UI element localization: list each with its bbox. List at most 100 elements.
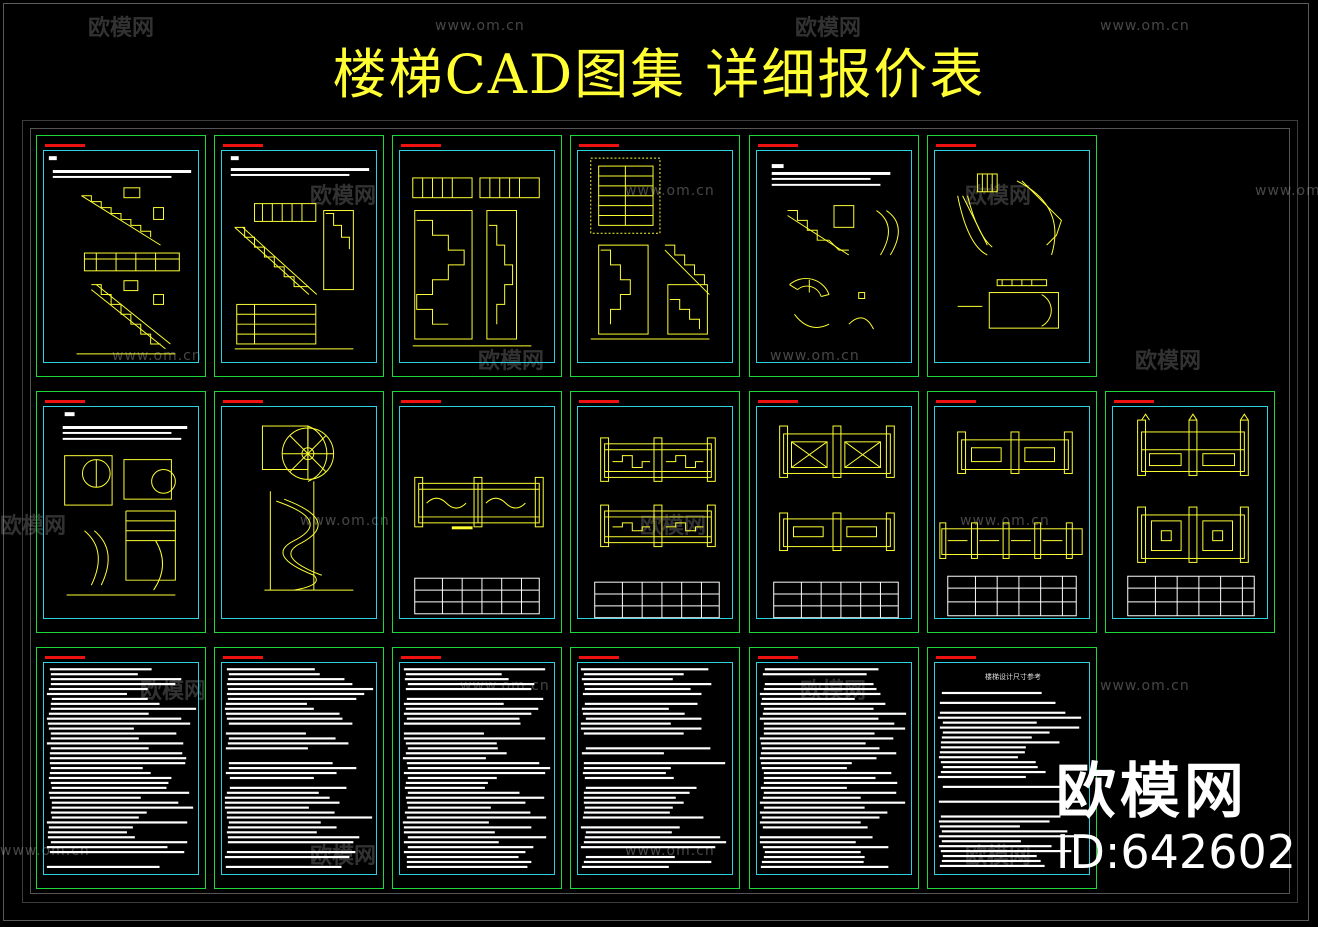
text-line (403, 732, 484, 735)
text-line (227, 697, 357, 701)
text-line (228, 821, 321, 824)
text-line (940, 815, 1061, 818)
text-line (51, 801, 179, 804)
text-line (403, 712, 532, 715)
text-line (50, 841, 188, 844)
sheet-stair-1[interactable] (36, 135, 206, 377)
text-line (225, 747, 308, 750)
text-line (585, 855, 675, 859)
text-line (941, 859, 1041, 863)
text-line (764, 683, 874, 686)
text-line (226, 791, 319, 794)
text-line (581, 865, 669, 869)
text-line (942, 766, 1038, 769)
text-line (939, 711, 1066, 714)
text-line (763, 806, 865, 809)
text-line (48, 727, 134, 730)
text-line (405, 781, 488, 785)
text-line (405, 707, 539, 710)
text-line (406, 860, 532, 864)
text-line (942, 721, 1037, 724)
sheet-stair-6[interactable] (927, 135, 1097, 377)
sheet-railing-1[interactable] (392, 391, 562, 633)
text-line (47, 722, 191, 725)
text-line (759, 737, 894, 740)
sheet-stair-3[interactable] (392, 135, 562, 377)
sheet-text-1[interactable] (36, 647, 206, 889)
text-line (759, 836, 873, 839)
text-line (224, 707, 314, 710)
text-line (941, 840, 1021, 843)
text-line (404, 786, 485, 789)
text-line (937, 716, 1082, 719)
sheet-spiral-1[interactable] (36, 391, 206, 633)
text-line (763, 771, 892, 775)
text-line (48, 712, 149, 715)
watermark-url: www.om.cn (770, 348, 860, 364)
text-line (583, 767, 671, 770)
sheet-railing-5[interactable] (1105, 391, 1275, 633)
text-line (48, 776, 172, 780)
text-line (404, 678, 509, 681)
sheet-stair-4[interactable] (570, 135, 740, 377)
sheet-text-3[interactable] (392, 647, 562, 889)
sheet-text-4[interactable] (570, 647, 740, 889)
sheet-stair-5[interactable] (749, 135, 919, 377)
sheet-spiral-2[interactable] (214, 391, 384, 633)
sheet-railing-4[interactable] (927, 391, 1097, 633)
text-line (583, 796, 676, 799)
text-line (940, 850, 1072, 853)
text-line (49, 668, 152, 671)
text-line (50, 811, 147, 814)
text-line (50, 747, 149, 750)
drawing-middle-frame (22, 120, 1298, 903)
text-line (761, 747, 880, 750)
watermark-brand: 欧模网 (965, 184, 1032, 209)
text-line (585, 747, 711, 750)
sheet-text-2[interactable] (214, 647, 384, 889)
text-line (942, 731, 1050, 734)
text-line (406, 855, 519, 859)
sheet-railing-3[interactable] (749, 391, 919, 633)
text-line (939, 864, 1045, 868)
text-line (227, 678, 345, 681)
text-line (406, 816, 547, 819)
text-line (583, 801, 684, 804)
text-line (224, 801, 340, 804)
text-line (48, 826, 133, 829)
text-line (224, 806, 309, 809)
text-line (225, 771, 337, 775)
text-line (405, 742, 497, 745)
text-line (759, 717, 879, 720)
text-line (226, 811, 335, 814)
text-line (226, 851, 356, 854)
brand-logo: 欧模网 ID:642602 (1056, 760, 1296, 880)
sheet-text-5[interactable] (749, 647, 919, 889)
text-line (759, 692, 881, 696)
text-line (938, 756, 1018, 759)
drawing-inner-frame (30, 128, 1290, 894)
sheet-text-6[interactable]: 楼梯设计尺寸参考 (927, 647, 1097, 889)
text-line (580, 668, 709, 671)
watermark-url: www.om.cn (1255, 183, 1318, 199)
text-line (402, 757, 486, 760)
text-line (406, 717, 520, 720)
text-line (228, 722, 353, 725)
logo-brand: 欧模网 (1055, 757, 1248, 827)
text-line (49, 757, 187, 760)
text-line (49, 762, 186, 765)
text-line (50, 767, 143, 770)
sheet-stair-2[interactable] (214, 135, 384, 377)
text-line (583, 841, 727, 844)
watermark-url: www.om.cn (1100, 678, 1190, 694)
sheet-railing-2[interactable] (570, 391, 740, 633)
watermark-url: www.om.cn (300, 513, 390, 529)
text-line (759, 841, 856, 844)
text-line (941, 691, 1042, 695)
text-line (405, 752, 507, 755)
text-line (403, 722, 521, 725)
text-line (940, 746, 1026, 749)
text-line (226, 692, 365, 696)
text-line (583, 791, 690, 794)
text-line (759, 801, 906, 804)
